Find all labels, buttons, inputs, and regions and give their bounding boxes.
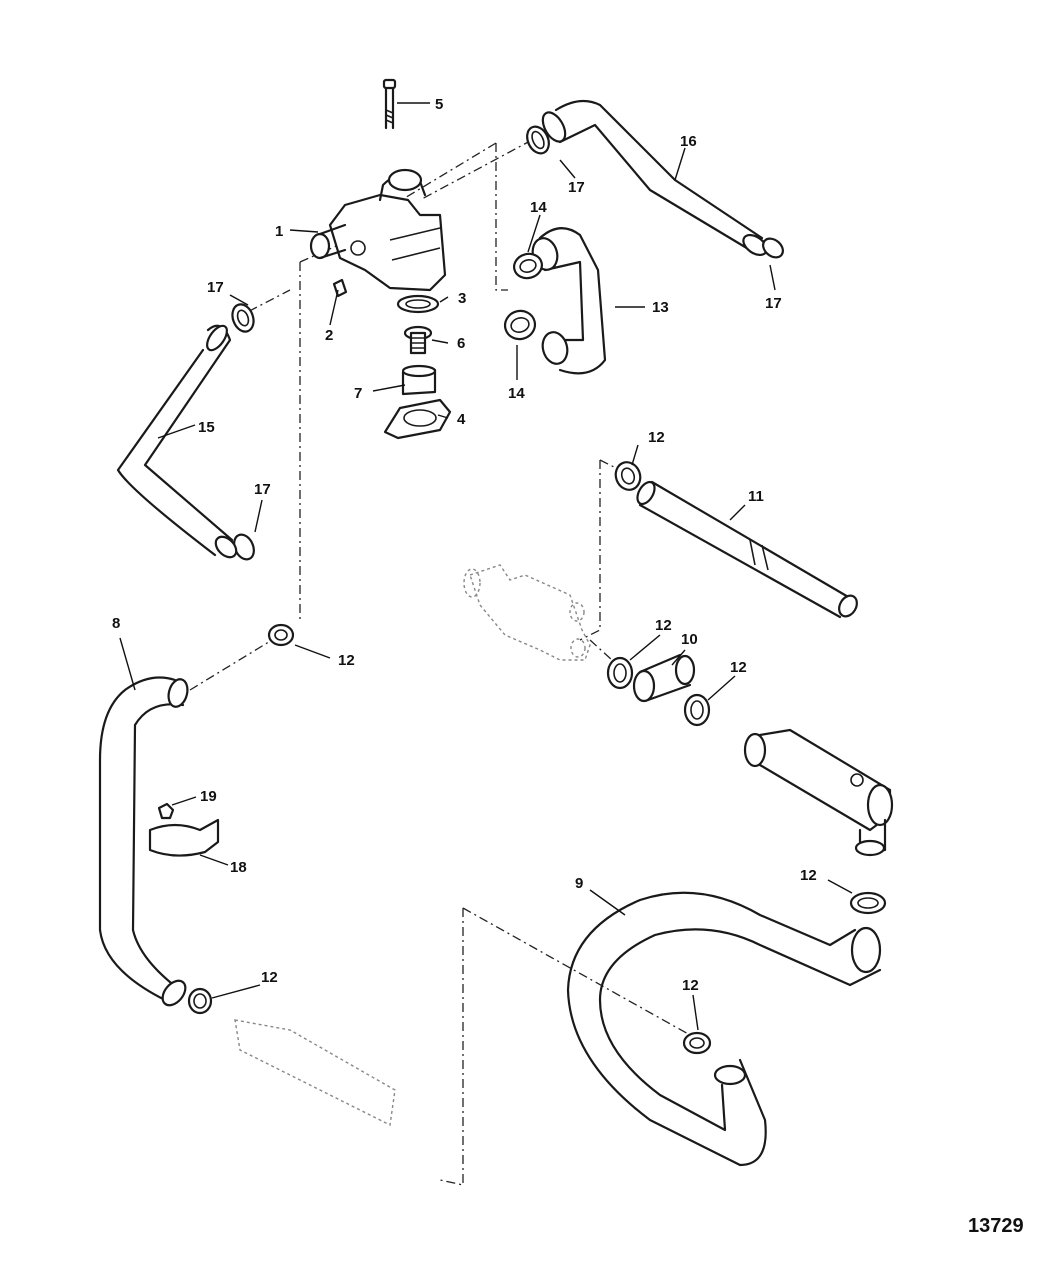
callout-13: 13: [652, 299, 669, 316]
callout-14a: 14: [530, 199, 547, 216]
leader-lines: [119, 102, 853, 1031]
callout-17b: 17: [765, 295, 782, 312]
callout-12f: 12: [261, 969, 278, 986]
alignment-lines: [189, 139, 691, 1186]
callout-18: 18: [230, 859, 247, 876]
callout-3: 3: [458, 290, 466, 307]
part-sleeve: [401, 364, 437, 396]
callout-12b: 12: [338, 652, 355, 669]
callout-15: 15: [198, 419, 215, 436]
callout-6: 6: [457, 335, 465, 352]
part-hose-clamps-17: [231, 125, 784, 561]
part-long-left-hose: [98, 676, 189, 1007]
callout-12c: 12: [655, 617, 672, 634]
part-thermostat-housing: [309, 168, 447, 292]
part-housing-gasket: [383, 398, 452, 440]
callout-17a: 17: [568, 179, 585, 196]
part-hose-clamps-14: [503, 252, 543, 341]
part-thermostat: [403, 325, 433, 355]
callout-4: 4: [457, 411, 466, 428]
part-plug: [332, 278, 348, 298]
callout-12d: 12: [730, 659, 747, 676]
callout-8: 8: [112, 615, 120, 632]
callout-1: 1: [275, 223, 283, 240]
callout-7: 7: [354, 385, 362, 402]
callout-12e: 12: [800, 867, 817, 884]
callout-9: 9: [575, 875, 583, 892]
part-nut: [157, 802, 175, 820]
callout-17d: 17: [254, 481, 271, 498]
callout-14b: 14: [508, 385, 525, 402]
part-lower-u-hose: [566, 891, 882, 1167]
callout-16: 16: [680, 133, 697, 150]
part-long-tube: [636, 480, 858, 619]
part-bolt: [382, 78, 397, 130]
part-pump-reference: [463, 564, 591, 661]
callout-labels: 1 2 3 4 5 6 7 8 9 10 11 12 12 12 12 12 1…: [112, 96, 817, 994]
callout-19: 19: [200, 788, 217, 805]
part-cooler: [743, 728, 894, 857]
callout-2: 2: [325, 327, 333, 344]
part-hose-clamps-12: [187, 461, 887, 1055]
part-upper-hose: [541, 99, 768, 257]
callout-10: 10: [681, 631, 698, 648]
part-fitting-reference: [234, 1019, 396, 1127]
part-left-hose: [116, 324, 238, 559]
callout-12g: 12: [682, 977, 699, 994]
callout-11: 11: [748, 488, 764, 505]
part-bracket: [148, 818, 220, 857]
part-gasket-ring: [396, 294, 440, 314]
callout-5: 5: [435, 96, 443, 113]
callout-17c: 17: [207, 279, 224, 296]
part-u-hose: [531, 227, 607, 375]
part-short-hose: [632, 653, 696, 703]
figure-number: 13729: [968, 1215, 1024, 1237]
callout-12a: 12: [648, 429, 665, 446]
